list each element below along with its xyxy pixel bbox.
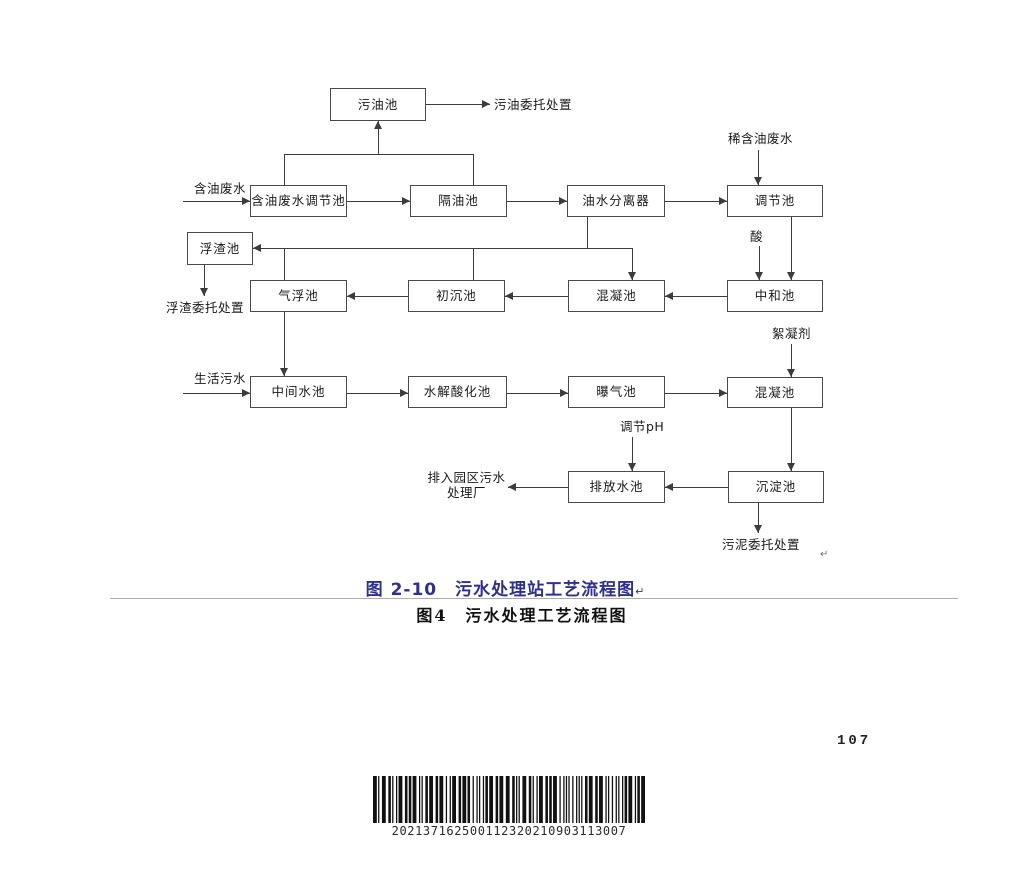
arrowhead-paifangshuichi-to-outlet [508,483,516,491]
barcode-bars [373,776,645,823]
arrowhead-puqichi-to-hunningchi2 [719,389,727,397]
arrowhead-geyouchi-to-fenliqi [559,197,567,205]
flow-edge-hunningchi1-to-chuchenchi [505,296,568,297]
flow-edge-fenliqi-scum-line-to-fuzhachi [587,217,588,248]
flow-edge-tiaojiechi-to-zhonghechi [791,217,792,280]
flow-edge-fenliqi-scum-line-to-fuzhachi [253,248,587,249]
flow-node-youshui-fenliqi: 油水分离器 [567,185,665,217]
flow-edge-wuyouchi-to-weituo [426,104,490,105]
arrowhead-shuijie-to-puqichi [560,389,568,397]
flow-node-hunningchi-2: 混凝池 [727,377,823,408]
flow-label-shenghuo-wushui: 生活污水 [194,371,247,386]
arrowhead-zhongjian-to-shuijie [400,389,408,397]
arrowhead-hunningchi2-to-chendianchi [787,463,795,471]
arrowhead-fenliqi-scum-line-to-fuzhachi [253,244,261,252]
arrowhead-suan-to-zhonghechi [755,272,763,280]
flow-label-tiaojie-ph: 调节pH [620,419,665,434]
flow-edge-inlet-shenghuowushui [183,393,250,394]
arrowhead-qifuchi-to-zhongjianshuichi [280,368,288,376]
flow-label-suan: 酸 [750,229,764,244]
arrowhead-collector-to-wuyouchi [374,121,382,129]
flow-label-xuningji: 絮凝剂 [772,326,812,341]
flow-edge-inlet-hanyoufeishui [183,201,250,202]
flow-edge-collector-risers-wuyouchi [473,154,474,185]
flow-node-zhongjianshuichi: 中间水池 [250,376,347,408]
flow-edge-collector-to-wuyouchi [378,121,379,154]
flow-node-puqichi: 曝气池 [568,376,665,408]
flow-node-wuyouchi: 污油池 [330,88,426,121]
arrowhead-tiaojiechi-to-geyouchi [402,197,410,205]
figure-caption-blue: 图 2-10 污水处理站工艺流程图↵ [0,575,1011,600]
horizontal-divider [110,598,958,599]
flow-label-wuni-weituo-chuzhi: 污泥委托处置 [722,537,801,552]
flow-edge-zhongjian-to-shuijie [347,393,408,394]
flow-edge-puqichi-to-hunningchi2 [665,393,727,394]
flow-node-shuijiesuanhuachi: 水解酸化池 [408,376,507,408]
flow-node-hanyoufeishui-tiaojiechi: 含油废水调节池 [250,185,347,217]
arrowhead-chendianchi-to-paifangshuichi [665,483,673,491]
flow-edge-qifuchi-to-zhongjianshuichi [284,312,285,376]
flow-edge-scum-branch-hunningchi1 [632,248,633,280]
flow-edge-chendianchi-to-paifangshuichi [665,487,728,488]
flow-node-hunningchi-1: 混凝池 [568,280,665,312]
flow-node-chendianchi: 沉淀池 [728,471,824,503]
page-number: 107 [837,733,872,749]
arrowhead-xuningji-to-hunningchi2 [787,369,795,377]
flow-edge-suan-to-zhonghechi [759,246,760,280]
flow-node-tiaojiechi: 调节池 [727,185,823,217]
flow-label-hanyou-feishui: 含油废水 [194,181,247,196]
flow-node-fuzhachi: 浮渣池 [187,232,253,265]
flow-edge-scum-branch-chuchenchi [473,248,474,280]
flow-node-geyouchi: 隔油池 [410,185,507,217]
paragraph-return-mark: ↵ [820,549,829,560]
flow-node-chuchenchi: 初沉池 [408,280,505,312]
barcode-digits: 202137162500112320210903113007 [391,824,627,838]
flow-edge-tiaojieph-to-paifangshuichi [632,437,633,471]
arrowhead-zhonghechi-to-hunningchi1 [665,292,673,300]
flow-edge-xuningji-to-hunningchi2 [791,344,792,377]
flow-edge-chendianchi-to-wuni [758,503,759,533]
caption-return-mark: ↵ [635,585,646,598]
flow-edge-tiaojiechi-to-geyouchi [347,201,410,202]
flow-edge-hunningchi2-to-chendianchi [791,408,792,471]
flow-edge-paifangshuichi-to-outlet [508,487,568,488]
figure-caption-blue-text: 图 2-10 污水处理站工艺流程图 [365,580,636,600]
flow-edge-fuzhachi-to-weituo [204,265,205,296]
arrowhead-tiaojiechi-to-zhonghechi [787,272,795,280]
arrowhead-xihanyou-to-tiaojiechi [754,177,762,185]
arrowhead-fuzhachi-to-weituo [200,288,208,296]
flow-edge-geyouchi-to-fenliqi [507,201,567,202]
flow-edge-collector-risers-wuyouchi [284,154,285,185]
arrowhead-inlet-hanyoufeishui [242,197,250,205]
figure-caption-black: 图4 污水处理工艺流程图 [416,606,628,625]
flow-edge-scum-branch-hunningchi1 [587,248,632,249]
barcode: 202137162500112320210903113007 [373,776,645,838]
arrowhead-chendianchi-to-wuni [754,525,762,533]
flow-node-zhonghechi: 中和池 [727,280,823,312]
flow-label-xihanyou-feishui: 稀含油废水 [728,131,794,146]
flow-node-qifuchi: 气浮池 [250,280,347,312]
arrowhead-chuchenchi-to-qifuchi [347,292,355,300]
flow-edge-zhonghechi-to-hunningchi1 [665,296,727,297]
flow-edge-shuijie-to-puqichi [507,393,568,394]
flow-edge-fenliqi-to-tiaojiechi [665,201,727,202]
arrowhead-inlet-shenghuowushui [242,389,250,397]
arrowhead-hunningchi1-to-chuchenchi [505,292,513,300]
arrowhead-fenliqi-to-tiaojiechi [719,197,727,205]
flow-edge-collector-risers-wuyouchi [284,154,473,155]
arrowhead-wuyouchi-to-weituo [482,100,490,108]
flow-label-fuzha-weituo-chuzhi: 浮渣委托处置 [166,300,245,315]
flow-edge-chuchenchi-to-qifuchi [347,296,408,297]
flow-label-pairu-yuanqu: 排入园区污水 处理厂 [427,470,506,500]
flow-edge-xihanyou-to-tiaojiechi [758,150,759,185]
flow-edge-scum-branch-qifuchi [284,248,285,280]
arrowhead-scum-branch-hunningchi1 [628,272,636,280]
arrowhead-tiaojieph-to-paifangshuichi [628,463,636,471]
flow-label-wuyou-weituo-chuzhi: 污油委托处置 [494,97,573,112]
flow-node-paifangshuichi: 排放水池 [568,471,665,503]
